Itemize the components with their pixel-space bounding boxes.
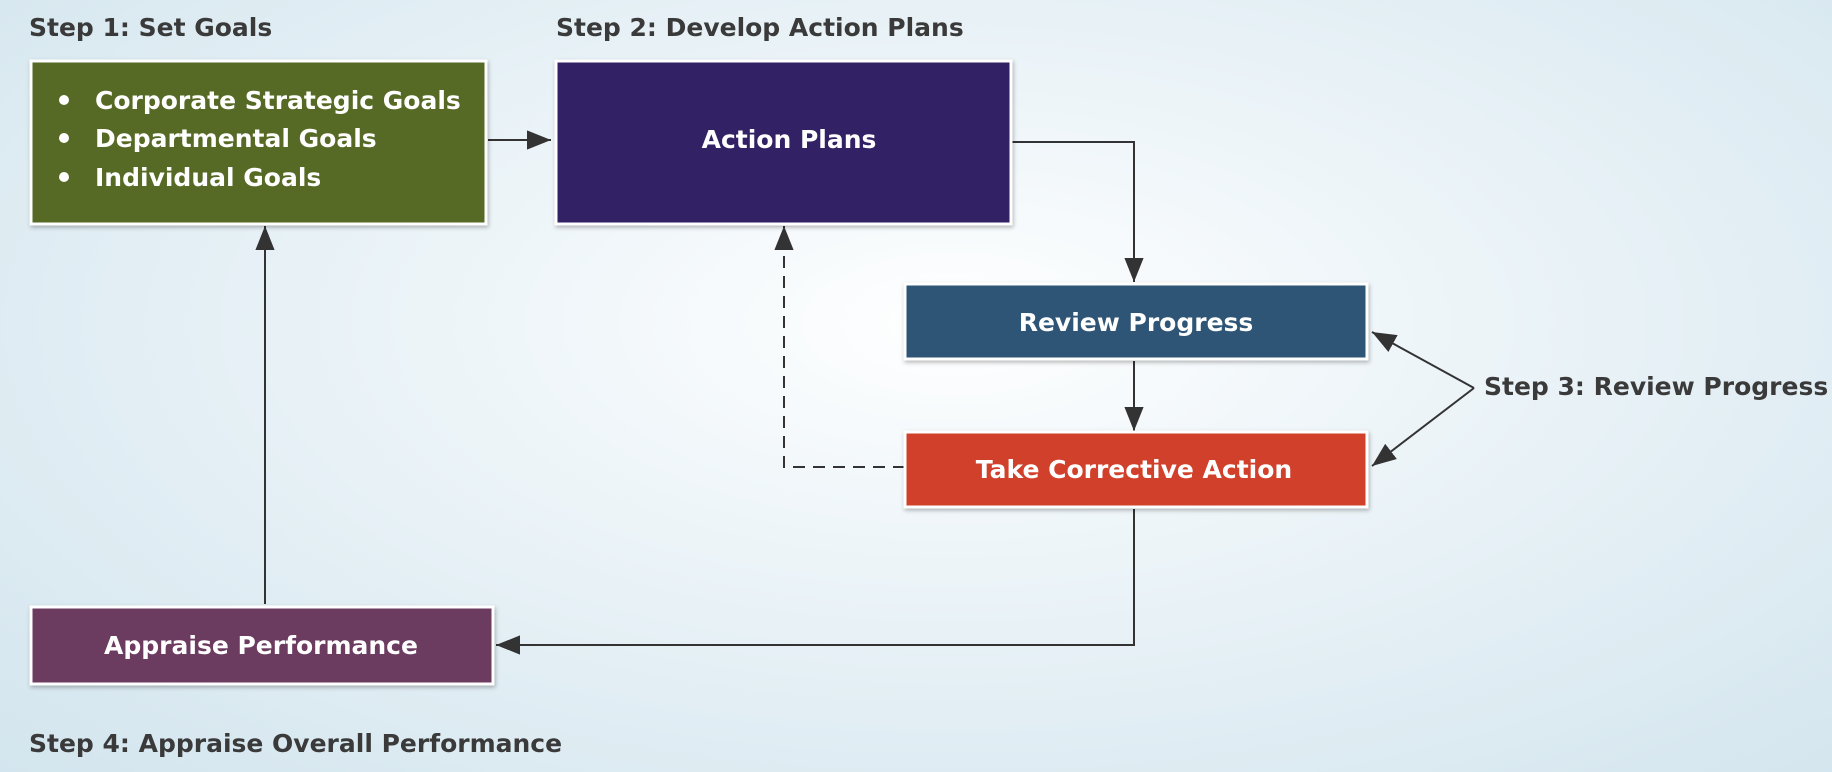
goals-box: Corporate Strategic Goals Departmental G… (29, 59, 488, 226)
appraise-performance-label: Appraise Performance (104, 631, 418, 660)
review-progress-label: Review Progress (1019, 308, 1254, 337)
bullet-icon (59, 133, 69, 143)
step2-label: Step 2: Develop Action Plans (556, 13, 964, 42)
dashed-arrow-corrective-to-action-plans (774, 226, 905, 468)
review-progress-box: Review Progress (903, 282, 1369, 361)
goal-item: Departmental Goals (95, 124, 377, 153)
corrective-action-box: Take Corrective Action (903, 430, 1369, 509)
step3-label: Step 3: Review Progress (1484, 372, 1828, 401)
step4-label: Step 4: Appraise Overall Performance (29, 729, 562, 758)
arrow-step3-to-corrective (1371, 387, 1475, 467)
action-plans-box: Action Plans (554, 59, 1013, 226)
arrow-action-plans-to-review (1012, 141, 1144, 282)
bullet-icon (59, 95, 69, 105)
appraise-performance-box: Appraise Performance (29, 605, 495, 686)
arrow-corrective-to-appraise (496, 509, 1135, 655)
goal-item: Corporate Strategic Goals (95, 86, 461, 115)
step1-label: Step 1: Set Goals (29, 13, 272, 42)
bullet-icon (59, 172, 69, 182)
action-plans-label: Action Plans (702, 125, 877, 154)
corrective-action-label: Take Corrective Action (976, 455, 1292, 484)
goal-item: Individual Goals (95, 163, 321, 192)
arrow-step3-to-review (1371, 331, 1475, 389)
